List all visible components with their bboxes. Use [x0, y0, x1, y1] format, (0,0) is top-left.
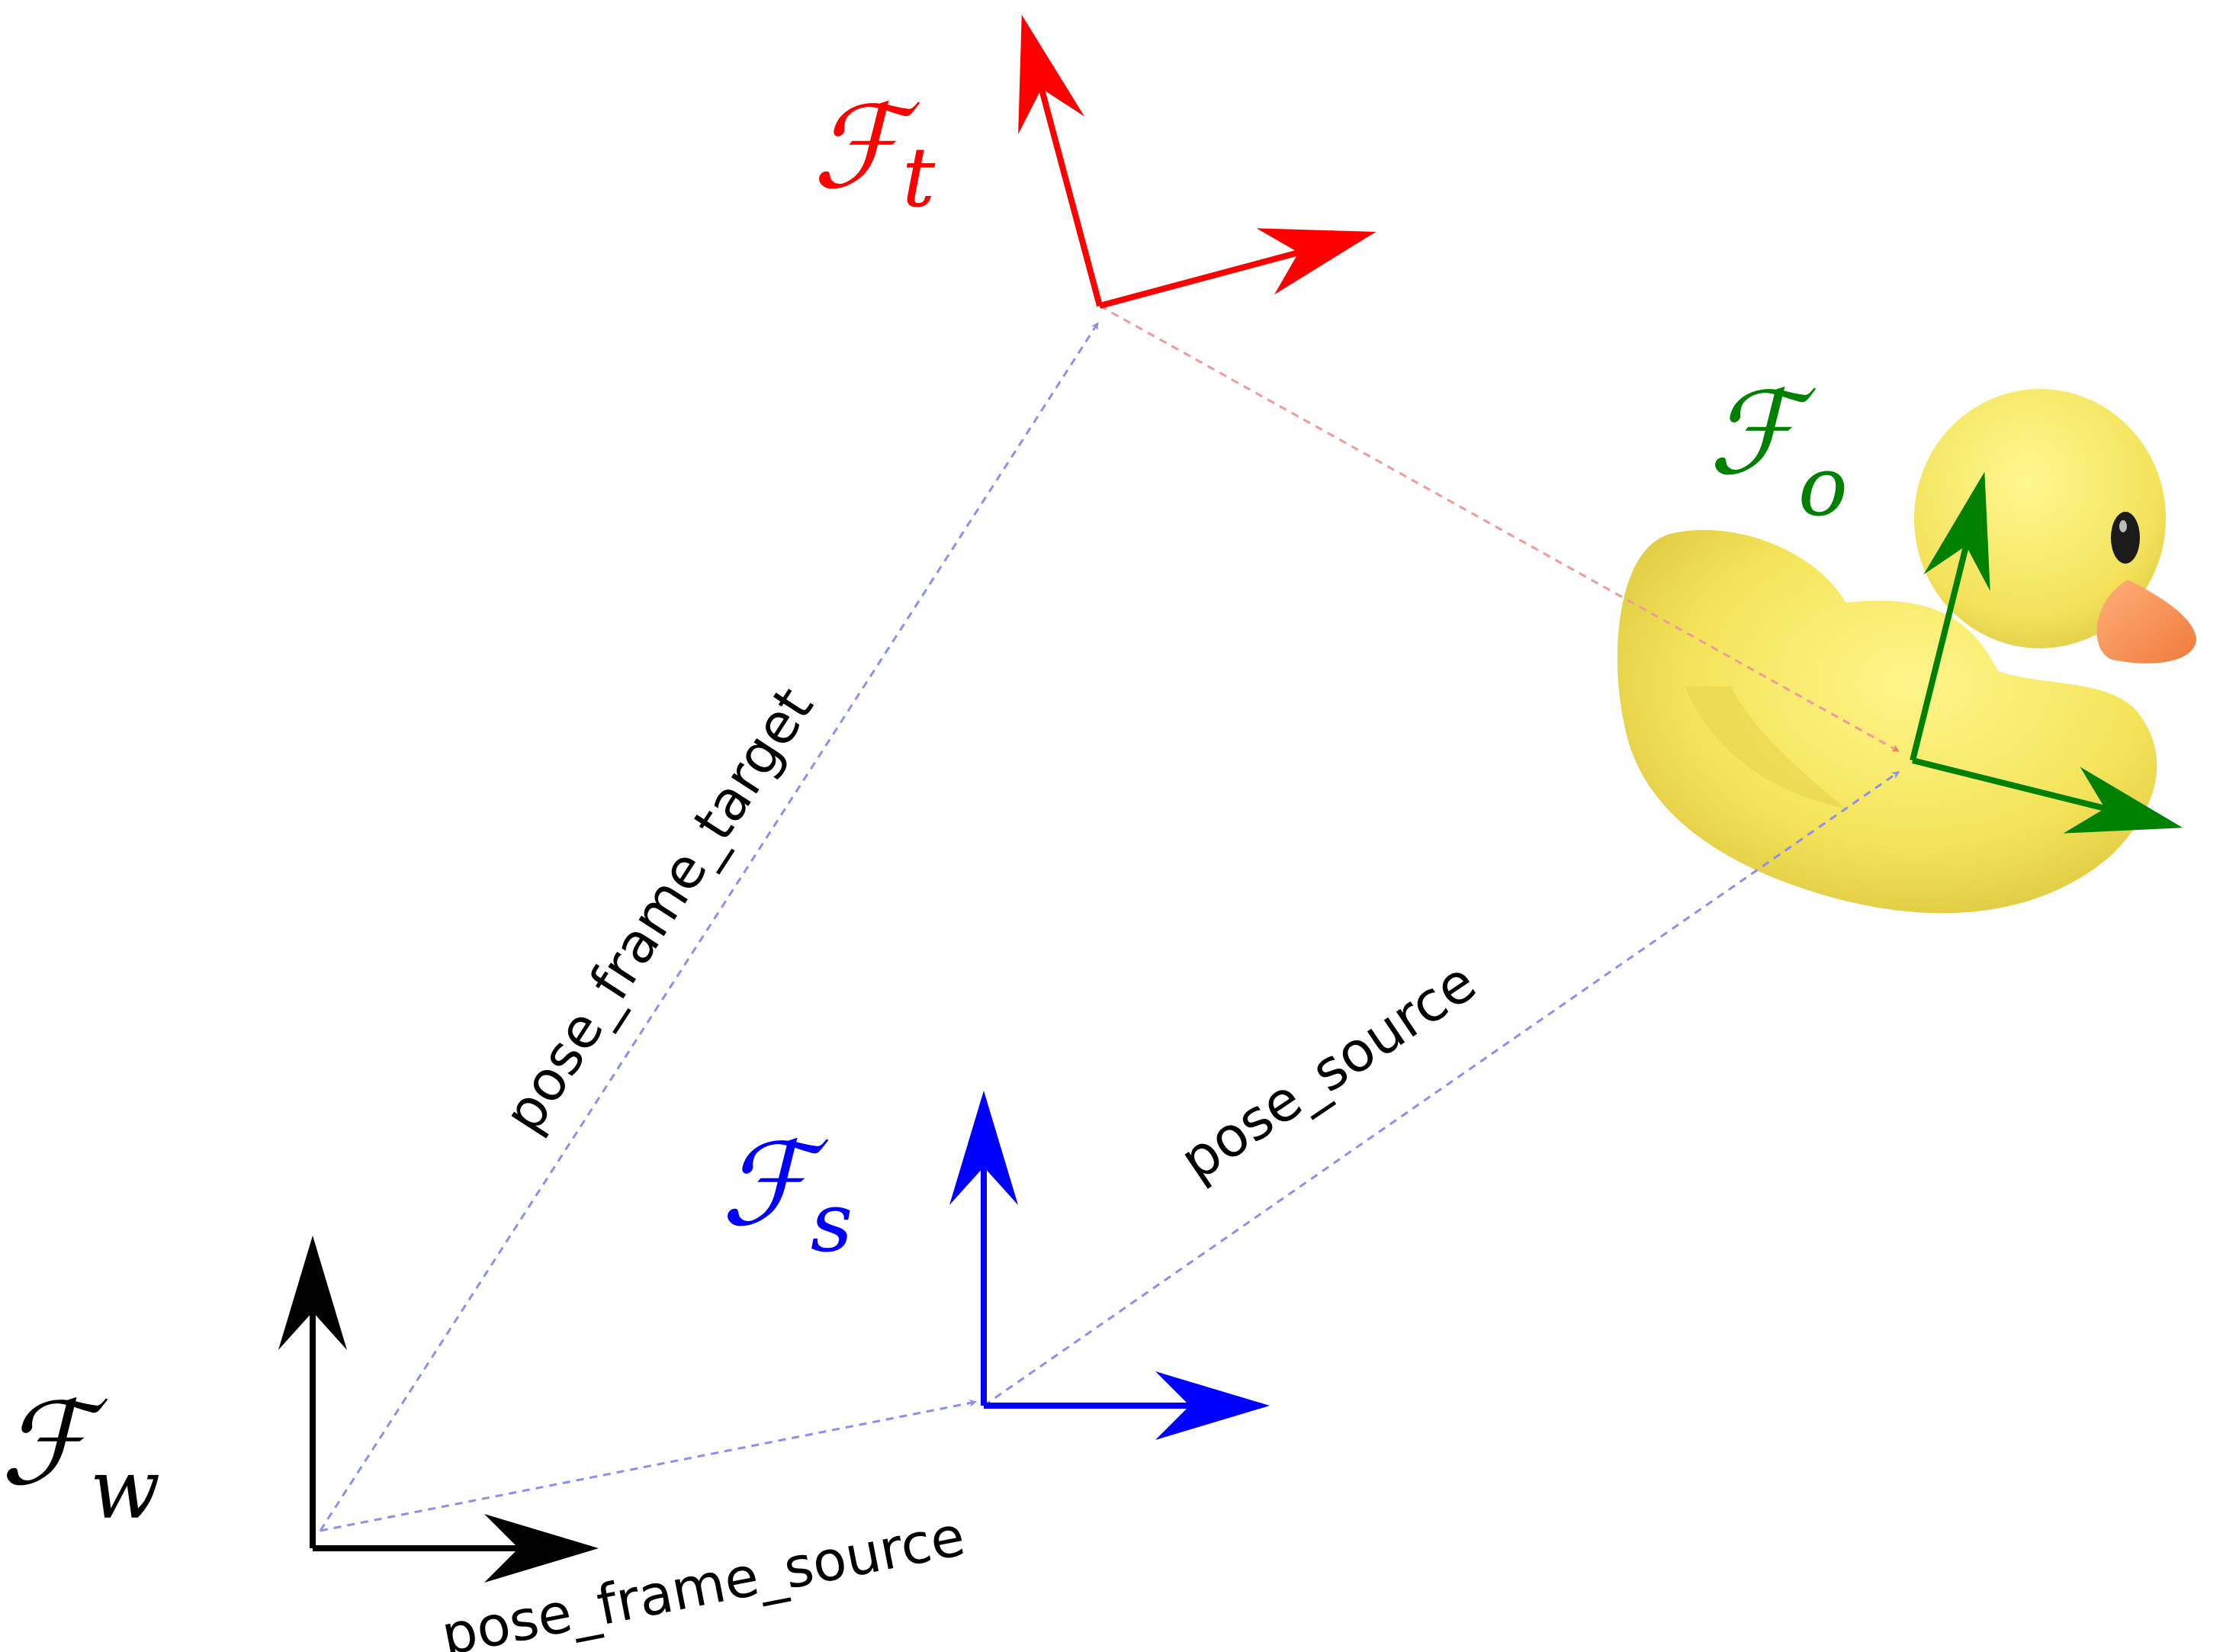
target-frame-label: ℱt [812, 82, 936, 226]
object-x-arrowhead [2063, 767, 2183, 834]
pose-source-label: pose_source [1169, 950, 1487, 1193]
duck-wing [1685, 686, 1845, 808]
object-frame-label: ℱo [1708, 368, 1848, 535]
world-frame-subscript: w [90, 1442, 160, 1538]
source-frame-axes [949, 1091, 1270, 1440]
object-y-arrowhead [1923, 471, 1990, 592]
duck-beak [2096, 580, 2196, 664]
duck-eye-highlight [2119, 520, 2127, 532]
object-frame-subscript: o [1798, 439, 1848, 535]
source-frame-subscript: s [811, 1175, 853, 1271]
world-frame-axes [278, 1236, 599, 1583]
world-y-arrowhead [278, 1236, 347, 1350]
target-frame-axes [1018, 14, 1376, 309]
source-x-arrowhead [1155, 1371, 1270, 1440]
duck-head [1914, 389, 2166, 648]
duck-eye [2111, 512, 2140, 564]
pose-frame-source-link [320, 1399, 977, 1532]
pose-frame-target-label: pose_frame_target [491, 677, 826, 1144]
duck-body [1617, 529, 2157, 914]
object-frame-axes [1910, 471, 2183, 834]
target-to-object-link [1099, 304, 1900, 753]
target-frame-subscript: t [902, 130, 936, 226]
target-y-arrowhead [1018, 14, 1085, 134]
source-y-arrowhead [949, 1091, 1018, 1205]
target-x-arrowhead [1256, 228, 1376, 295]
pose-source-link [983, 770, 1900, 1407]
source-frame-label: ℱs [721, 1119, 853, 1271]
world-x-arrowhead [484, 1514, 599, 1583]
pose-frame-target-link [319, 322, 1100, 1531]
rubber-duck-image [1617, 389, 2196, 914]
world-frame-label: ℱw [0, 1378, 160, 1538]
